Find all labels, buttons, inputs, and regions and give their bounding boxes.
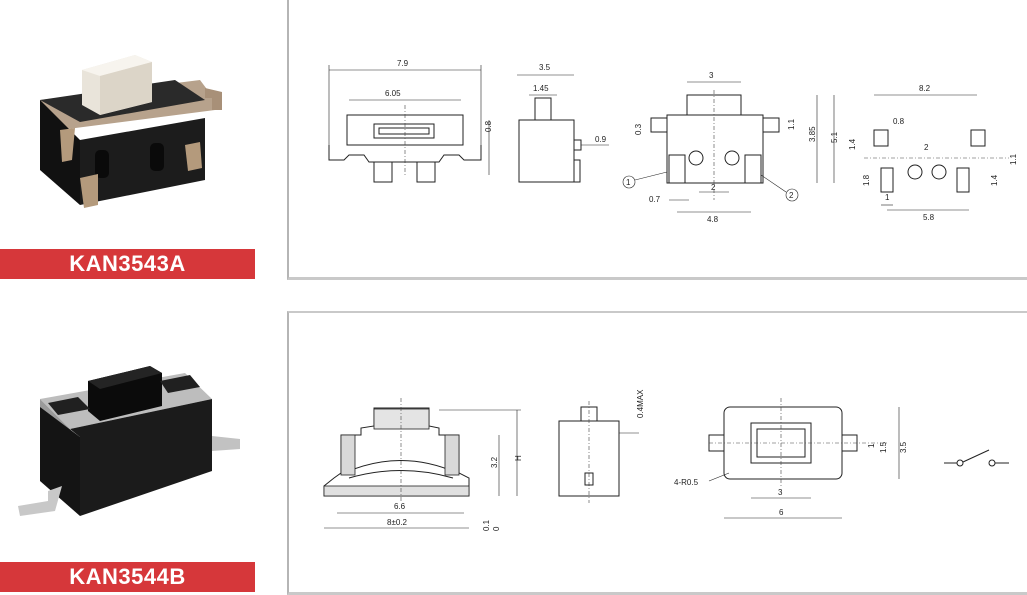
dim-pcb-f: 1 xyxy=(885,193,890,202)
pcb-layout: 8.2 0.8 1.4 2 1.1 1.8 1.4 1 5.8 xyxy=(848,84,1018,222)
product-card-kan3544b: KAN3544B xyxy=(0,311,255,594)
dim-max-height: 0.4MAX xyxy=(636,389,645,418)
dim-right-small: 1.1 xyxy=(787,118,796,130)
dim-pin-span: 4.8 xyxy=(707,215,719,224)
dim-side-width: 3.5 xyxy=(539,63,551,72)
dim-pcb-width: 8.2 xyxy=(919,84,931,93)
model-label-kan3543a: KAN3543A xyxy=(0,249,255,279)
cross-section-view: H 3.2 6.6 8±0.2 0.1 0 xyxy=(323,398,523,531)
dim-pcb-e: 1.4 xyxy=(990,174,999,186)
dim-button-width: 1.45 xyxy=(533,84,549,93)
dim-tolerance: 0.1 xyxy=(482,519,491,531)
dim-tolerance-zero: 0 xyxy=(492,526,501,531)
dim-pcb-span: 5.8 xyxy=(923,213,935,222)
dim-top-center: 3 xyxy=(778,488,783,497)
front-view: 7.9 6.05 0.8 xyxy=(328,59,493,183)
dim-height-b: 5.1 xyxy=(830,131,839,143)
dim-total-height: 3.5 xyxy=(899,441,908,453)
dim-side-gap: 0.9 xyxy=(595,135,607,144)
dim-height-inner: 3.2 xyxy=(490,456,499,468)
marker-1: 1 xyxy=(626,178,631,187)
dim-inner-width: 6.05 xyxy=(385,89,401,98)
drawing-panel-kan3544b: H 3.2 6.6 8±0.2 0.1 0 0.4MAX xyxy=(287,311,1027,595)
switch-symbol xyxy=(944,449,1009,467)
dim-height-a: 3.85 xyxy=(808,126,817,142)
top-view: 3 0.3 1.1 3.85 5.1 1 2 0.7 2 xyxy=(622,71,839,224)
dim-pcb-a: 0.8 xyxy=(893,117,905,126)
dim-pcb-d: 1.8 xyxy=(862,174,871,186)
side-view-b: 0.4MAX xyxy=(558,389,645,503)
dim-pcb-pitch: 2 xyxy=(924,143,929,152)
dim-inner-height: 1.5 xyxy=(879,441,888,453)
technical-drawing-kan3544b: H 3.2 6.6 8±0.2 0.1 0 0.4MAX xyxy=(323,389,1009,531)
marker-2: 2 xyxy=(789,191,794,200)
technical-drawing-kan3543a: 7.9 6.05 0.8 3.5 1.45 0.9 xyxy=(328,59,1018,224)
dim-width-inner: 6.6 xyxy=(394,502,406,511)
top-view-b: 4-R0.5 3 6 1 1.5 3.5 xyxy=(674,398,908,519)
dim-pcb-b: 1.4 xyxy=(848,138,857,150)
product-photo-kan3543a xyxy=(40,55,222,208)
dim-total-width: 7.9 xyxy=(397,59,409,68)
dim-bottom-total: 6 xyxy=(779,508,784,517)
dim-pin-gap: 2 xyxy=(711,183,716,192)
dim-left-small: 0.3 xyxy=(634,123,643,135)
dim-height-h: H xyxy=(514,455,523,461)
radius-note: 4-R0.5 xyxy=(674,478,699,487)
model-label-kan3544b: KAN3544B xyxy=(0,562,255,592)
product-photo-kan3544b xyxy=(18,366,240,516)
product-card-kan3543a: KAN3543A xyxy=(0,0,255,280)
dim-height-small: 0.8 xyxy=(484,120,493,132)
dim-width-total: 8±0.2 xyxy=(387,518,408,527)
dim-pcb-c: 1.1 xyxy=(1009,153,1018,165)
drawing-panel-kan3543a: 7.9 6.05 0.8 3.5 1.45 0.9 xyxy=(287,0,1027,280)
dim-top-width: 3 xyxy=(709,71,714,80)
dim-pin-height: 1 xyxy=(867,443,876,448)
dim-bottom-left: 0.7 xyxy=(649,195,661,204)
side-view: 3.5 1.45 0.9 xyxy=(517,63,609,183)
